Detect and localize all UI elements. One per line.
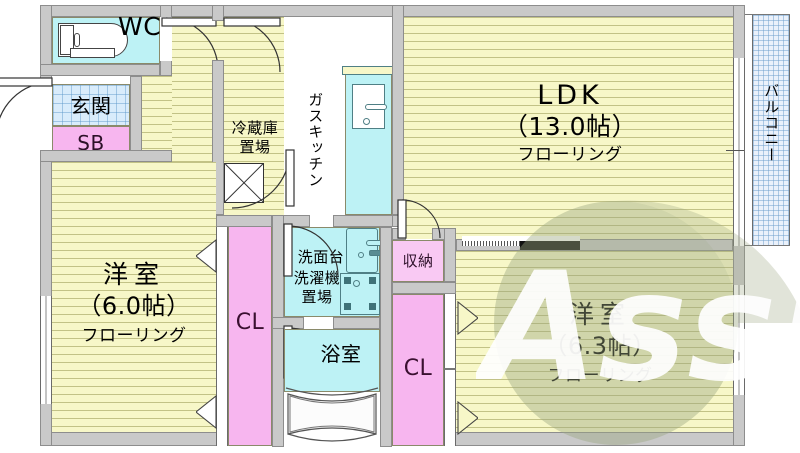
closet-east-door-split [444, 368, 456, 370]
closet-west-fold-arrow-top[interactable] [195, 238, 218, 274]
ldk-balcony-window[interactable] [733, 58, 745, 246]
washer-foot-bl [344, 303, 351, 310]
closet-east-fold-arrow-bottom[interactable] [456, 400, 479, 436]
wc-door-opening [160, 17, 172, 61]
kitchen-drain-icon [363, 118, 370, 125]
wall-hall-right-upper [212, 5, 224, 21]
wall-closet-west-top [216, 215, 272, 227]
washer-foot-tl [344, 277, 351, 284]
washroom-door-swing[interactable] [283, 223, 342, 282]
wall-hall-bottom [40, 150, 172, 162]
room-genkan [52, 84, 130, 126]
wall-wc-bottom [40, 64, 160, 76]
balcony-rail-bottom [745, 245, 790, 246]
wall-storage-bottom [392, 282, 456, 294]
washbasin-drain-icon [358, 252, 364, 258]
kitchen-counter-icon [342, 66, 395, 75]
room-bedroom-east [456, 251, 733, 432]
wall-genkan-right [130, 76, 142, 159]
hall-lower-door-swing[interactable] [228, 146, 295, 212]
wall-kitchen-right [392, 5, 404, 215]
room-bedroom-west [52, 162, 216, 432]
toilet-lever-icon [74, 33, 80, 47]
washer-foot-tr [369, 277, 376, 284]
balcony-rail-top [745, 14, 790, 15]
closet-west [228, 215, 272, 446]
wall-storage-right [444, 228, 456, 282]
ldk-bedroom-sliding-door-track[interactable] [462, 241, 520, 246]
toilet-tank-icon [60, 25, 74, 55]
bathtub-icon [284, 386, 380, 448]
hall-door-swing[interactable] [223, 14, 286, 76]
closet-east-door-face[interactable] [444, 294, 456, 446]
balcony [752, 14, 790, 246]
room-bath [284, 329, 380, 392]
balcony-divider-mark [726, 150, 744, 151]
closet-west-fold-arrow-bottom[interactable] [195, 394, 218, 430]
entrance-door-opening [40, 81, 52, 127]
room-storage [392, 240, 444, 282]
ldk-bedroom-door-opening [462, 236, 580, 241]
kitchen-faucet-icon [365, 104, 387, 110]
ldk-bedroom-sliding-door-panel[interactable] [520, 241, 580, 250]
washing-machine-drum-icon [353, 280, 360, 287]
room-ldk [404, 17, 733, 239]
label-kitchen: ガスキッチン [306, 92, 325, 188]
closet-east-fold-arrow-top[interactable] [456, 300, 479, 336]
washer-foot-br [369, 303, 376, 310]
entrance-door-swing[interactable] [0, 74, 54, 140]
refrigerator-icon [224, 163, 264, 203]
storage-door-swing[interactable] [397, 196, 444, 242]
wall-washroom-right [380, 227, 392, 447]
hallway-west [142, 76, 172, 150]
closet-east [392, 294, 444, 446]
wall-bath-top-right [333, 317, 380, 329]
closet-west-door-face[interactable] [216, 227, 228, 446]
bedroom-west-window[interactable] [40, 296, 52, 404]
wall-washroom-top-right [333, 215, 393, 227]
toilet-base-icon [70, 48, 115, 58]
wall-washroom-left [272, 215, 284, 447]
bedroom-east-window[interactable] [733, 285, 745, 395]
